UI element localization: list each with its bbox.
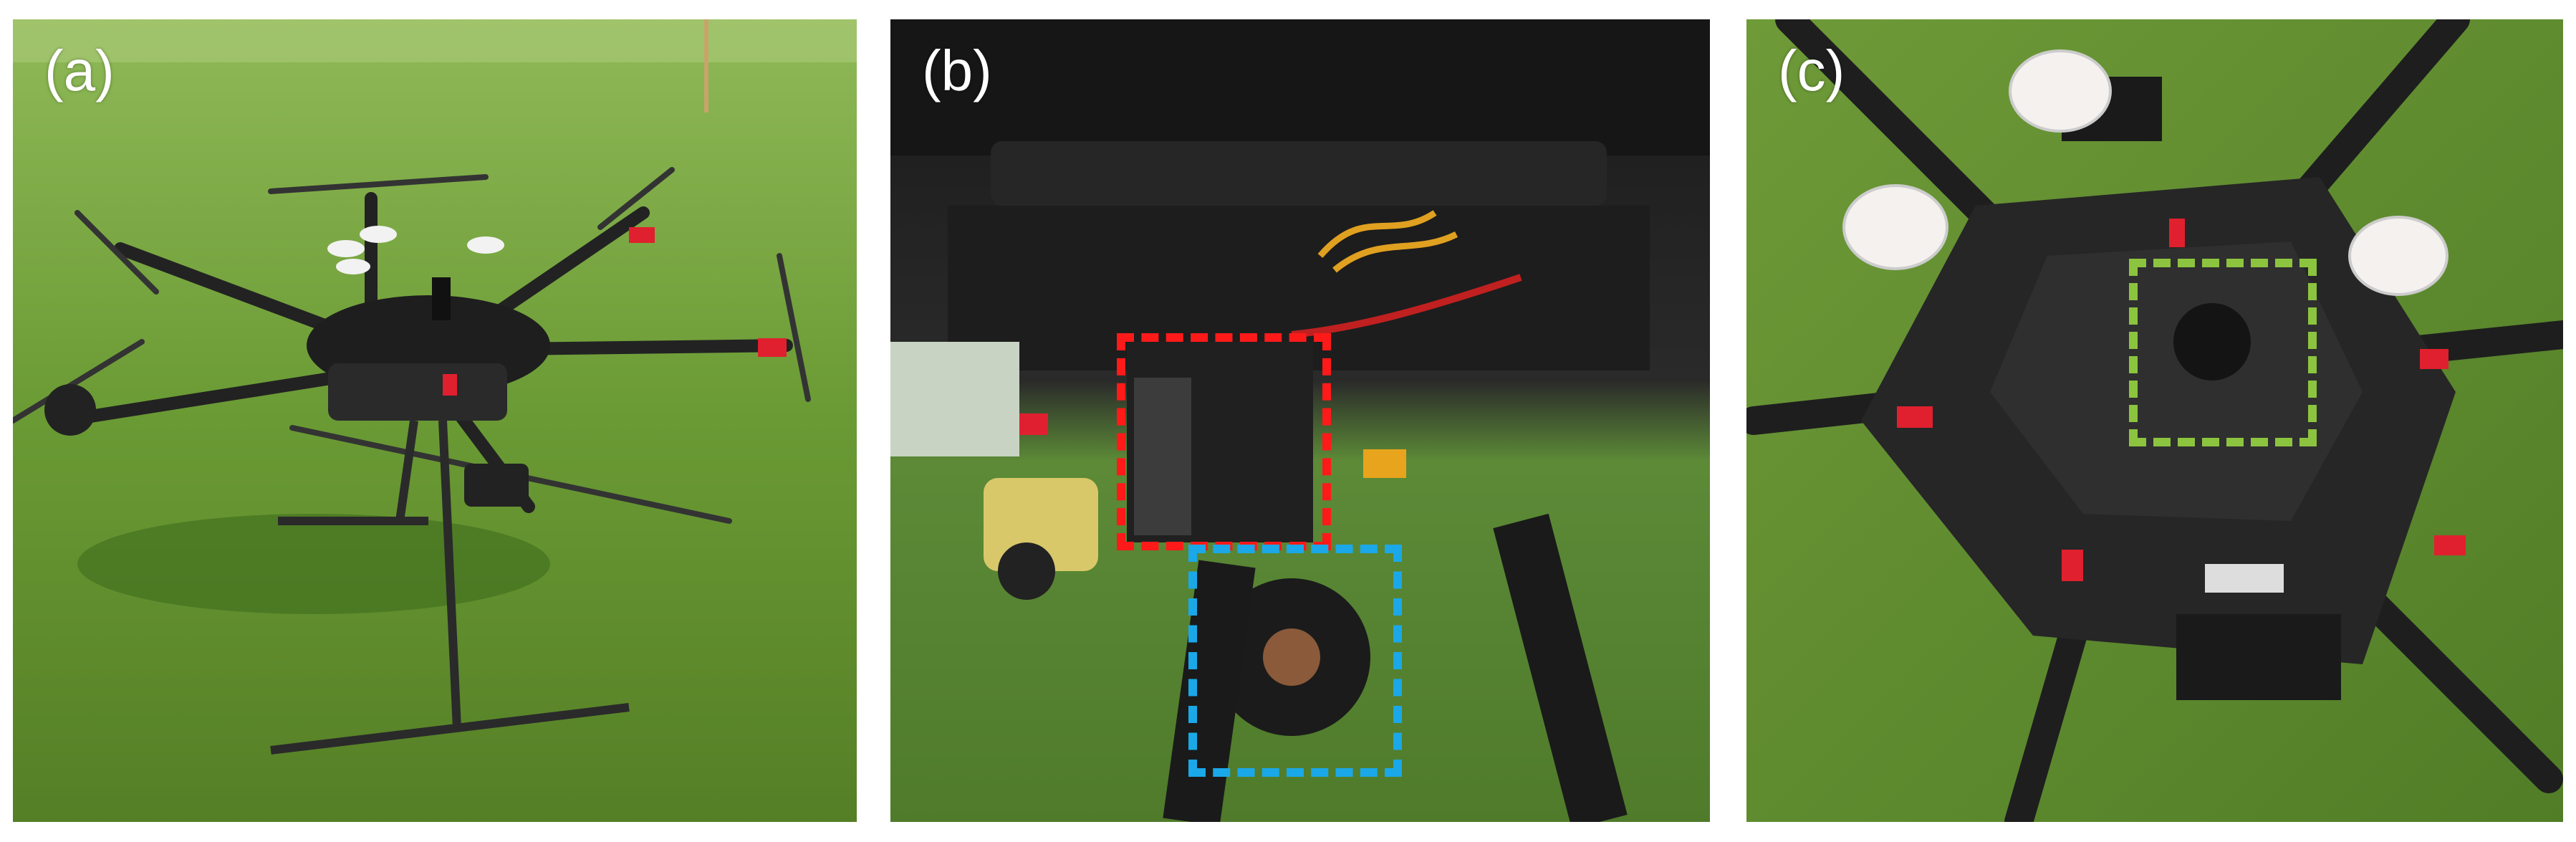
photo-panel-b: (b)	[890, 19, 1710, 822]
photo-panel-a: (a)	[13, 19, 857, 822]
panel-label-a: (a)	[44, 39, 115, 102]
panel-label-c: (c)	[1778, 39, 1845, 102]
photo-panel-c: (c)	[1746, 19, 2563, 822]
drone-photo-c	[1746, 19, 2563, 822]
drone-photo-a	[13, 19, 857, 822]
blue-dashed-box	[1188, 545, 1402, 777]
drone-photo-b	[890, 19, 1710, 822]
red-dashed-box	[1117, 333, 1331, 550]
green-dashed-box	[2129, 259, 2317, 446]
panel-label-b: (b)	[922, 39, 992, 102]
